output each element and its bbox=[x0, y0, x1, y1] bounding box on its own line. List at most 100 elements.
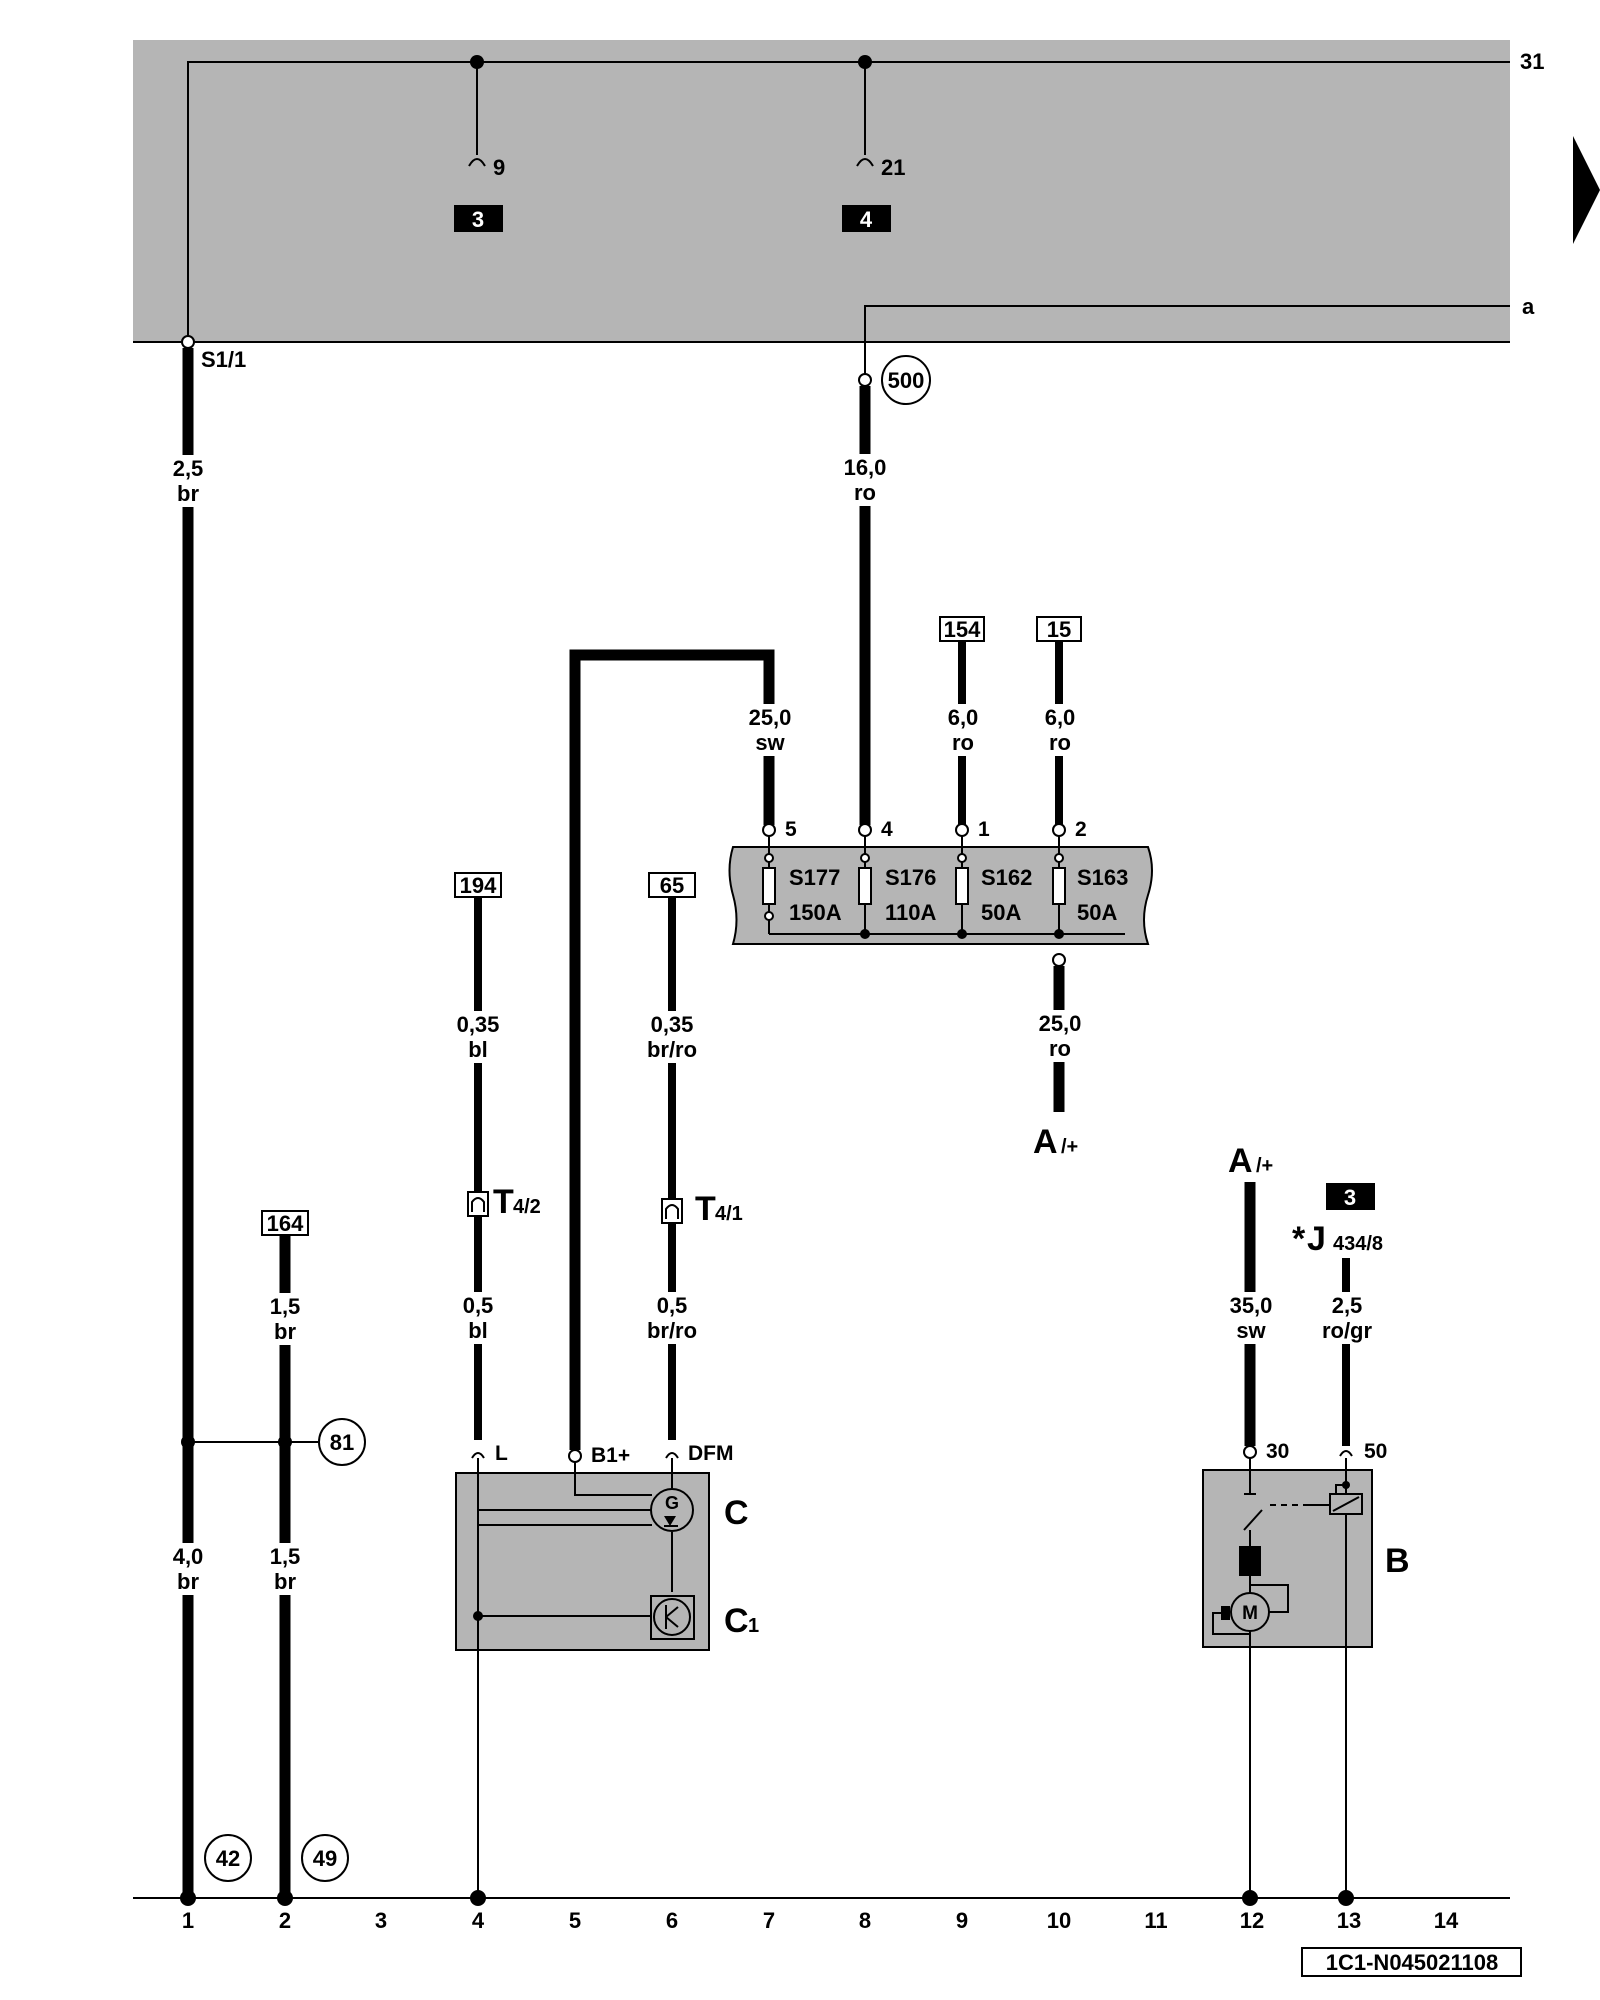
ground-point-49-label: 49 bbox=[313, 1846, 337, 1871]
wire-2-color: br bbox=[274, 1319, 296, 1344]
fuse-s162: 1 S162 50A bbox=[955, 818, 1032, 939]
wire-fuse-output: 25,0 ro A /+ bbox=[1030, 953, 1090, 1161]
regulator-label-sub: 1 bbox=[748, 1615, 759, 1637]
ref-164-label: 164 bbox=[267, 1211, 304, 1236]
connector-t42-sub: 4/2 bbox=[513, 1196, 541, 1218]
wire-track-8: 500 16,0 ro bbox=[834, 355, 931, 825]
track-number: 14 bbox=[1434, 1908, 1459, 1933]
track-number: 4 bbox=[472, 1908, 485, 1933]
wire-s163-gauge: 6,0 bbox=[1045, 705, 1076, 730]
connector-t41-letter: T bbox=[695, 1190, 716, 1228]
ref-154-label: 154 bbox=[944, 617, 981, 642]
wire-2-gauge: 1,5 bbox=[270, 1294, 301, 1319]
fuse-s163-rating: 50A bbox=[1077, 900, 1117, 925]
wire-out-gauge: 25,0 bbox=[1039, 1011, 1082, 1036]
fuse-block: 5 S177 150A 4 S176 110A 1 S162 50A bbox=[728, 818, 1153, 945]
wire-b1-gauge: 25,0 bbox=[749, 705, 792, 730]
doc-id: 1C1-N045021108 bbox=[1326, 1950, 1498, 1975]
line-a: a bbox=[864, 294, 1535, 375]
motor-symbol: M bbox=[1242, 1603, 1258, 1624]
track-number: 9 bbox=[956, 1908, 968, 1933]
fuse-s163-pin: 2 bbox=[1075, 818, 1087, 841]
fuse-s162-rating: 50A bbox=[981, 900, 1021, 925]
ref-box-3 bbox=[454, 205, 503, 232]
alt-pin-l: L bbox=[495, 1442, 508, 1465]
wire-b1-loop: 25,0 sw bbox=[569, 649, 800, 1450]
doc-id-box bbox=[1301, 1947, 1522, 1977]
ref-box-4-label: 4 bbox=[860, 207, 873, 232]
track-number: 7 bbox=[763, 1908, 775, 1933]
fuse-s176-name: S176 bbox=[885, 865, 936, 890]
wire-30-color: sw bbox=[1236, 1318, 1266, 1343]
battery-ref-suffix: /+ bbox=[1061, 1136, 1078, 1158]
ground-point-49-icon bbox=[301, 1834, 349, 1882]
ground-connection-81: 81 bbox=[181, 1418, 366, 1466]
generator-icon bbox=[650, 1488, 694, 1532]
alternator-c: L B1+ DFM G C C 1 bbox=[455, 1442, 759, 1898]
wire-30-gauge: 35,0 bbox=[1230, 1293, 1273, 1318]
relay-ref-letter: J bbox=[1307, 1220, 1326, 1258]
fuse-s176-rating: 110A bbox=[885, 900, 936, 925]
relay-ref-star: * bbox=[1292, 1220, 1306, 1258]
wire-l-top-gauge: 0,35 bbox=[457, 1012, 500, 1037]
fuse-s162-pin: 1 bbox=[978, 818, 990, 841]
starter-label: B bbox=[1385, 1542, 1410, 1580]
ref-194-label: 194 bbox=[460, 873, 497, 898]
wire-out-color: ro bbox=[1049, 1036, 1071, 1061]
track-number: 5 bbox=[569, 1908, 581, 1933]
track-number: 2 bbox=[279, 1908, 291, 1933]
splice-81-label: 81 bbox=[330, 1430, 354, 1455]
fuse-s177-name: S177 bbox=[789, 865, 840, 890]
starter-pin-30: 30 bbox=[1266, 1440, 1289, 1463]
starter-pin-50: 50 bbox=[1364, 1440, 1387, 1463]
ref-3b-label: 3 bbox=[1344, 1185, 1356, 1210]
relay-ref-suffix: 434/8 bbox=[1333, 1233, 1383, 1255]
regulator-label: C bbox=[724, 1602, 749, 1640]
fuse-s162-name: S162 bbox=[981, 865, 1032, 890]
continuation-arrow-icon bbox=[1573, 136, 1600, 244]
wire-l-bot-gauge: 0,5 bbox=[463, 1293, 494, 1318]
wire-s162-gauge: 6,0 bbox=[948, 705, 979, 730]
fuse-s163: 2 S163 50A bbox=[1052, 818, 1128, 939]
splice-s1-icon bbox=[181, 335, 195, 349]
splice-s1-label: S1/1 bbox=[201, 347, 246, 372]
track-numbers: 1 2 3 4 5 6 7 8 9 10 11 12 13 14 bbox=[182, 1908, 1459, 1933]
wire-dfm-bot-color: br/ro bbox=[647, 1318, 697, 1343]
battery-ref-letter: A bbox=[1033, 1123, 1058, 1161]
branch-pin-21: 21 4 bbox=[842, 62, 905, 232]
wire-1b-color: br bbox=[177, 1569, 199, 1594]
fuse-s163-name: S163 bbox=[1077, 865, 1128, 890]
track-number: 3 bbox=[375, 1908, 387, 1933]
wire-starter-30: A /+ 35,0 sw bbox=[1220, 1142, 1280, 1446]
battery-ref2-letter: A bbox=[1228, 1142, 1253, 1180]
wire-s163-feed: 15 6,0 ro bbox=[1031, 616, 1087, 825]
wire-s163-color: ro bbox=[1049, 730, 1071, 755]
terminal-31-label: 31 bbox=[1520, 49, 1544, 74]
wire-b1-color: sw bbox=[755, 730, 785, 755]
wire-s162-feed: 154 6,0 ro bbox=[935, 616, 991, 825]
wire-2b-gauge: 1,5 bbox=[270, 1544, 301, 1569]
generator-symbol: G bbox=[665, 1493, 679, 1513]
branch-pin-9: 9 3 bbox=[454, 62, 505, 232]
ref-box-3-label: 3 bbox=[472, 207, 484, 232]
wire-1-color: br bbox=[177, 481, 199, 506]
track-number: 13 bbox=[1337, 1908, 1361, 1933]
wire-l-top-color: bl bbox=[468, 1037, 488, 1062]
ground-bus-bottom bbox=[133, 1890, 1510, 1906]
track-number: 10 bbox=[1047, 1908, 1071, 1933]
track-number: 6 bbox=[666, 1908, 678, 1933]
wire-dfm-top-color: br/ro bbox=[647, 1037, 697, 1062]
ground-point-42-label: 42 bbox=[216, 1846, 240, 1871]
track-number: 12 bbox=[1240, 1908, 1264, 1933]
ref-box-4 bbox=[842, 205, 891, 232]
wire-track-4: 194 0,35 bl T 4/2 0,5 bl bbox=[450, 872, 541, 1440]
wire-l-bot-color: bl bbox=[468, 1318, 488, 1343]
ground-point-42-icon bbox=[204, 1834, 252, 1882]
battery-ref2-suffix: /+ bbox=[1256, 1155, 1273, 1177]
wire-8-gauge: 16,0 bbox=[844, 455, 887, 480]
ref-15-label: 15 bbox=[1047, 617, 1071, 642]
wire-50-gauge: 2,5 bbox=[1332, 1293, 1363, 1318]
ref-65-label: 65 bbox=[660, 873, 684, 898]
wire-8-color: ro bbox=[854, 480, 876, 505]
